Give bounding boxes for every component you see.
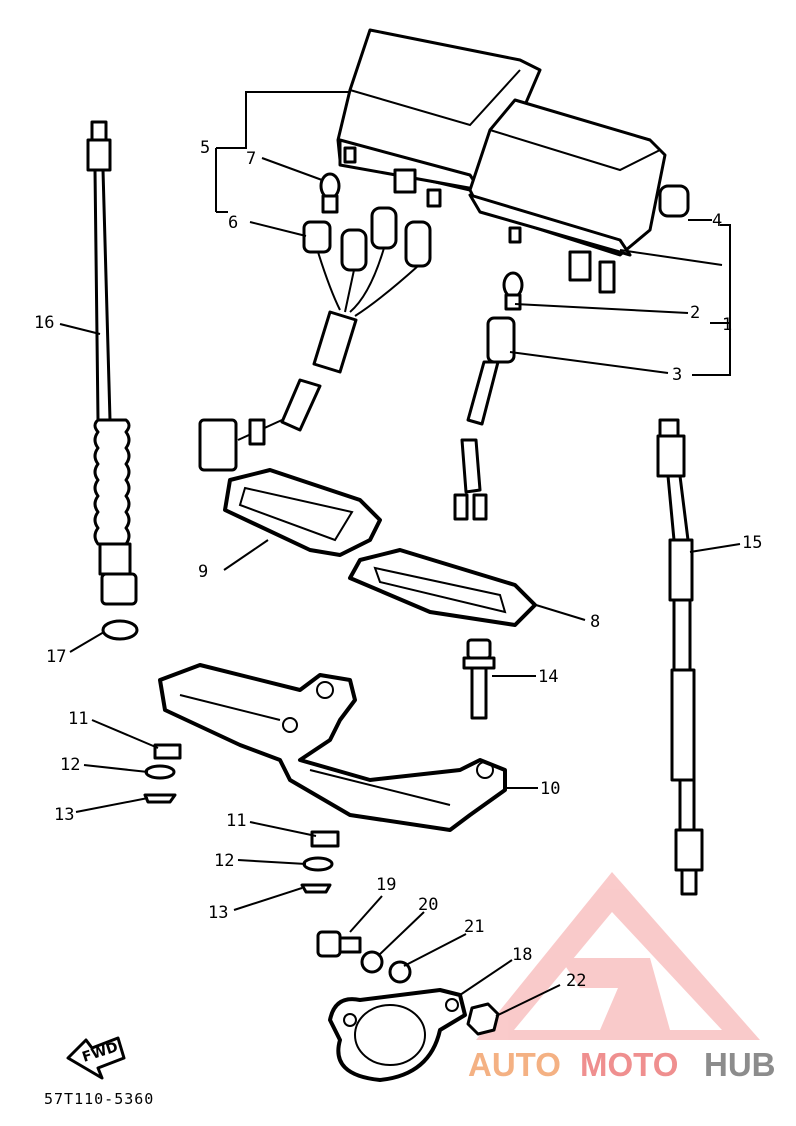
part-9-gasket xyxy=(223,468,382,557)
part-8-gasket xyxy=(348,548,537,627)
callout-11-a: 11 xyxy=(68,709,88,729)
watermark: AUTO MOTO HUB xyxy=(468,1046,776,1083)
part-17-oring xyxy=(101,619,139,641)
part-12-washer-a xyxy=(144,764,176,780)
callout-17: 17 xyxy=(46,647,66,667)
watermark-hub: HUB xyxy=(704,1046,776,1083)
callout-20: 20 xyxy=(418,895,438,915)
callout-9: 9 xyxy=(198,562,208,582)
callout-2: 2 xyxy=(690,303,700,323)
callout-13-b: 13 xyxy=(208,903,228,923)
part-19-bolt xyxy=(316,930,362,958)
part-7-bulb xyxy=(319,172,341,214)
callout-19: 19 xyxy=(376,875,396,895)
callout-4: 4 xyxy=(712,211,722,231)
callout-10: 10 xyxy=(540,779,560,799)
leader-lines xyxy=(59,91,741,1017)
part-13-clip-a xyxy=(143,793,177,804)
triangle-logo-icon xyxy=(476,872,760,1040)
part-12-washer-b xyxy=(302,856,334,872)
callout-14: 14 xyxy=(538,667,558,687)
callout-12-b: 12 xyxy=(214,851,234,871)
fwd-arrow-icon: FWD xyxy=(66,1036,126,1080)
part-14-bolt xyxy=(462,638,496,720)
part-6-harness xyxy=(198,206,432,472)
part-16-cable xyxy=(86,120,138,606)
callout-1: 1 xyxy=(722,315,732,335)
part-21-washer xyxy=(388,960,412,984)
part-10-bracket xyxy=(158,663,507,832)
callout-15: 15 xyxy=(742,533,762,553)
part-13-clip-b xyxy=(300,883,332,894)
callout-12-a: 12 xyxy=(60,755,80,775)
callout-5: 5 xyxy=(200,138,210,158)
part-1-meter-housing xyxy=(468,98,690,294)
part-18-clamp xyxy=(328,988,467,1082)
callout-6: 6 xyxy=(228,213,238,233)
callout-21: 21 xyxy=(464,917,484,937)
callout-11-b: 11 xyxy=(226,811,246,831)
callout-13-a: 13 xyxy=(54,805,74,825)
part-3-socket xyxy=(453,316,516,521)
part-code: 57T110-5360 xyxy=(44,1090,154,1108)
part-15-cable xyxy=(656,418,704,896)
callout-18: 18 xyxy=(512,945,532,965)
part-2-bulb xyxy=(502,271,524,311)
callout-8: 8 xyxy=(590,612,600,632)
part-22-nut xyxy=(466,1002,500,1036)
callout-labels: 1 2 3 4 5 6 7 8 9 10 11 12 13 11 12 13 1… xyxy=(34,138,762,991)
callout-22: 22 xyxy=(566,971,586,991)
callout-7: 7 xyxy=(246,149,256,169)
watermark-moto: MOTO xyxy=(580,1046,678,1083)
watermark-auto: AUTO xyxy=(468,1046,561,1083)
callout-3: 3 xyxy=(672,365,682,385)
part-11-grommet-a xyxy=(153,743,182,760)
part-20-washer xyxy=(360,950,384,974)
callout-16: 16 xyxy=(34,313,54,333)
part-11-grommet-b xyxy=(310,830,340,848)
